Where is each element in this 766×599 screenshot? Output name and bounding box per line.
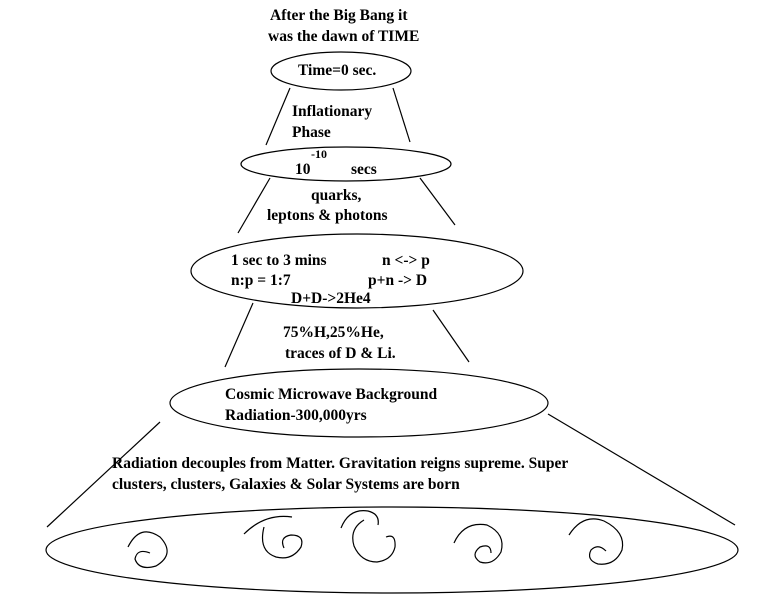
ten-unit-label: secs — [351, 161, 377, 178]
reaction-label-1: n <-> p — [382, 252, 430, 269]
abundance-label-1: 75%H,25%He, — [283, 324, 384, 341]
inflation-label-1: Inflationary — [292, 103, 373, 120]
quarks-label-2: leptons & photons — [267, 207, 388, 224]
spiral-galaxy-icon — [453, 523, 503, 564]
cmb-ellipse — [169, 368, 549, 438]
reaction-label-2: p+n -> D — [368, 272, 428, 289]
reaction-label-3: D+D->2He4 — [291, 290, 371, 307]
header-line-2: was the dawn of TIME — [268, 28, 420, 45]
neutron-proton-ratio-label: n:p = 1:7 — [231, 272, 291, 289]
spiral-galaxy-icon — [340, 510, 396, 563]
cmb-label-2: Radiation-300,000yrs — [225, 407, 367, 424]
inflation-label-2: Phase — [292, 124, 331, 141]
spiral-galaxy-icon — [568, 518, 624, 565]
time-zero-ellipse — [270, 51, 412, 91]
nucleosynthesis-ellipse — [190, 233, 524, 309]
cone-line — [547, 413, 736, 526]
cmb-label-1: Cosmic Microwave Background — [225, 386, 438, 403]
cone-line — [392, 87, 411, 143]
cone-line — [237, 177, 271, 234]
spiral-galaxy-icon — [243, 515, 303, 559]
galaxy-disk-ellipse — [45, 506, 739, 594]
ten-base-label: 10 — [295, 161, 311, 178]
cone-line — [419, 177, 456, 226]
ten-exponent-label: -10 — [311, 147, 327, 161]
nucleosynthesis-time-label: 1 sec to 3 mins — [231, 252, 327, 269]
inflation-ellipse — [240, 146, 452, 182]
matter-label-2: clusters, clusters, Galaxies & Solar Sys… — [112, 476, 460, 493]
cone-line — [46, 421, 161, 528]
abundance-label-2: traces of D & Li. — [285, 345, 396, 362]
quarks-label-1: quarks, — [311, 187, 362, 204]
cone-line — [224, 302, 254, 368]
matter-label-1: Radiation decouples from Matter. Gravita… — [112, 455, 569, 472]
cone-line — [265, 87, 291, 146]
header-line-1: After the Big Bang it — [270, 7, 408, 24]
spiral-galaxy-icon — [127, 531, 168, 569]
cone-line — [432, 309, 470, 363]
time-zero-label: Time=0 sec. — [298, 62, 377, 79]
